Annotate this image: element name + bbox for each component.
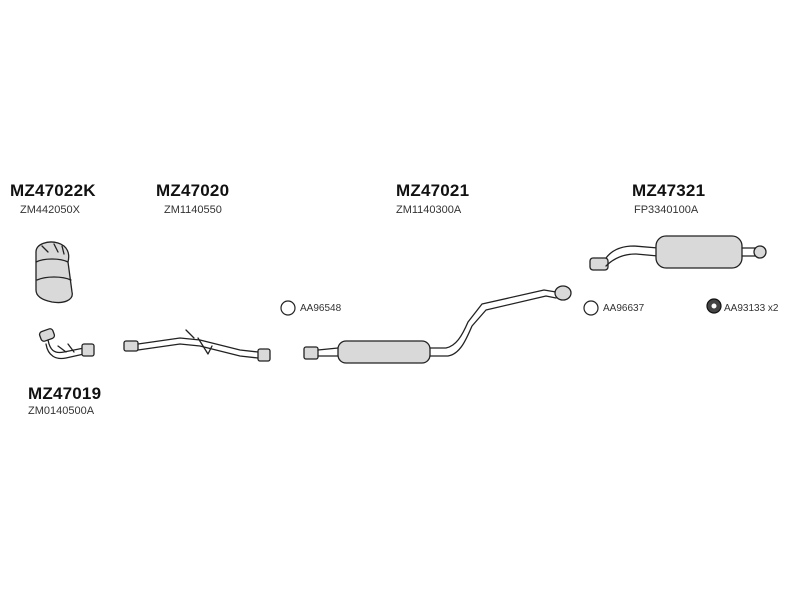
gasket-1-ring[interactable] [280,300,296,316]
center-silencer-part-code: MZ47021 [396,181,470,200]
catalyst-drawing[interactable] [35,241,73,304]
middle-pipe-drawing[interactable] [123,329,271,362]
gasket-1-label: AA96548 [300,303,342,314]
front-pipe-drawing[interactable] [38,328,95,360]
mounting-label: AA93133 x2 [724,303,779,314]
catalyst-part-code: MZ47022K [10,181,96,200]
front-pipe-ref-code: ZM0140500A [28,405,95,417]
mounting-rubber-drawing[interactable] [706,298,722,314]
center-silencer-drawing[interactable] [303,285,572,364]
middle-pipe-ref-code: ZM1140550 [164,204,222,216]
gasket-2-ring[interactable] [583,300,599,316]
middle-pipe-part-code: MZ47020 [156,181,230,200]
catalyst-ref-code: ZM442050X [20,204,80,216]
rear-silencer-drawing[interactable] [589,235,767,271]
front-pipe-part-code: MZ47019 [28,384,102,403]
gasket-2-label: AA96637 [603,303,645,314]
rear-silencer-part-code: MZ47321 [632,181,706,200]
rear-silencer-ref-code: FP3340100A [634,204,699,216]
center-silencer-ref-code: ZM1140300A [396,204,462,216]
